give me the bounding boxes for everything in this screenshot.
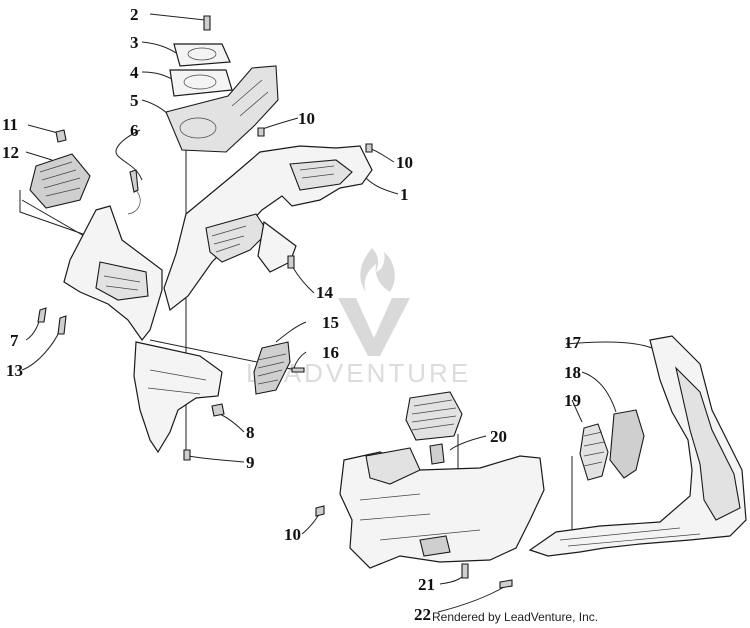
fastener-part-10b xyxy=(365,143,373,153)
callout-4: 4 xyxy=(130,63,139,82)
callout-11: 11 xyxy=(2,115,18,134)
grille-part-19 xyxy=(579,423,609,481)
module-part-20 xyxy=(405,391,463,465)
vent-part-15 xyxy=(253,341,291,395)
lower-panel-part-8 xyxy=(133,341,225,454)
left-bracket-part-7 xyxy=(63,205,163,342)
gasket-part-4 xyxy=(169,69,233,97)
callout-21: 21 xyxy=(418,575,435,594)
callout-20: 20 xyxy=(490,427,507,446)
plate-part-5 xyxy=(165,65,279,153)
fastener-part-13 xyxy=(57,315,67,335)
callout-14: 14 xyxy=(316,283,334,302)
callout-22: 22 xyxy=(414,605,431,624)
rendered-by-credit: Rendered by LeadVenture, Inc. xyxy=(432,610,599,624)
gasket-stack xyxy=(165,15,279,153)
wire-part-6 xyxy=(129,169,139,193)
callout-12: 12 xyxy=(2,143,19,162)
callout-10-bottom: 10 xyxy=(284,525,301,544)
callout-1: 1 xyxy=(400,185,409,204)
callout-7: 7 xyxy=(10,331,19,350)
fastener-part-7b xyxy=(37,307,47,323)
callout-15: 15 xyxy=(322,313,339,332)
callout-5: 5 xyxy=(130,91,139,110)
callout-3: 3 xyxy=(130,33,139,52)
flame-logo-icon xyxy=(360,248,395,292)
vent-part-18 xyxy=(609,409,645,479)
fastener-part-10c xyxy=(315,505,325,517)
fastener-part-21 xyxy=(461,563,469,579)
ecu-module-part-12 xyxy=(29,153,91,209)
callout-2: 2 xyxy=(130,5,139,24)
fastener-part-22 xyxy=(499,579,513,589)
fastener-part-10a xyxy=(257,127,265,137)
screw-part-16 xyxy=(291,367,305,373)
callout-9: 9 xyxy=(246,453,255,472)
fastener-part-9 xyxy=(183,449,191,461)
screw-part-2 xyxy=(203,15,211,31)
callout-13: 13 xyxy=(6,361,23,380)
nut-part-11 xyxy=(55,129,67,143)
callout-labels: 2 3 4 5 6 10 10 1 11 12 14 15 16 7 13 8 … xyxy=(2,5,582,624)
front-frame-part-1 xyxy=(163,145,373,312)
callout-18: 18 xyxy=(564,363,581,382)
lower-fairing-part xyxy=(339,447,545,569)
callout-19: 19 xyxy=(564,391,581,410)
v-mark-icon xyxy=(338,298,410,356)
callout-6: 6 xyxy=(130,121,139,140)
callout-10-right: 10 xyxy=(396,153,413,172)
gasket-part-3 xyxy=(173,43,231,67)
fastener-part-14 xyxy=(287,255,295,269)
callout-10-top: 10 xyxy=(298,109,315,128)
bumper-part-17 xyxy=(528,335,747,557)
callout-16: 16 xyxy=(322,343,339,362)
callout-17: 17 xyxy=(564,333,582,352)
callout-8: 8 xyxy=(246,423,255,442)
